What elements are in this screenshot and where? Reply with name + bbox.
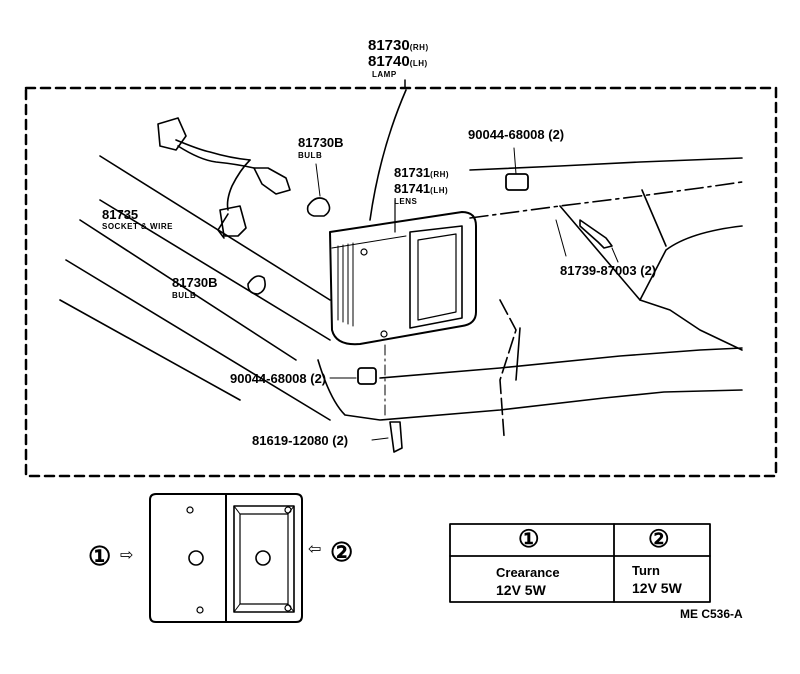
lamp-part-rh: 81730(RH) (368, 38, 429, 53)
lamp-part-rh-number: 81730 (368, 37, 410, 54)
lens-lh-suffix: (LH) (430, 186, 449, 195)
lens-part-rh-number: 81731 (394, 165, 431, 180)
lens-part-lh-number: 81741 (394, 181, 431, 196)
bulb-top-shape (306, 197, 331, 217)
lens-ribs (337, 242, 354, 327)
vehicle-body (59, 89, 743, 437)
screw-bottom-part: 81619-12080 (2) (252, 433, 349, 448)
lamp-rh-suffix: (RH) (409, 43, 429, 52)
table-rating-1: 12V 5W (496, 582, 546, 598)
socket-part: 81735 (102, 207, 139, 222)
lamp-lh-suffix: (LH) (409, 59, 428, 68)
table-header-2: ② (648, 526, 670, 553)
lamp-name: LAMP (372, 70, 397, 79)
table-function-1: Crearance (496, 565, 560, 580)
view-marker-2: ② (330, 537, 354, 567)
bulb-bottom-part: 81730B (172, 275, 218, 290)
screw-bottom-shape (371, 344, 403, 453)
lens-part-lh: 81741(LH) (394, 182, 448, 195)
diagram-code: ME C536-A (680, 607, 743, 621)
view-marker-1: ① (88, 541, 112, 571)
screw-right-shape (579, 219, 619, 263)
bulb-table-frame (449, 523, 711, 603)
lamp-front-view (149, 493, 303, 623)
screw-right-part: 81739-87003 (2) (560, 263, 657, 278)
lens-part-rh: 81731(RH) (394, 166, 449, 179)
bulb-top-part: 81730B (298, 135, 344, 150)
lamp-housing (329, 211, 477, 346)
screw-right-leader (555, 219, 567, 257)
nut-top-part: 90044-68008 (2) (468, 127, 565, 142)
bulb-bottom-name: BULB (172, 291, 197, 300)
lens-name: LENS (394, 197, 418, 206)
assembly-boundary (24, 86, 778, 478)
view-arrow-1: ⇨ (120, 547, 134, 564)
lamp-part-lh: 81740(LH) (368, 54, 428, 69)
view-arrow-2: ⇦ (308, 541, 322, 558)
socket-name: SOCKET & WIRE (102, 222, 173, 231)
table-function-2: Turn (632, 563, 660, 578)
bulb-top-name: BULB (298, 151, 323, 160)
socket-wire (157, 117, 291, 239)
lens-rh-suffix: (RH) (430, 170, 450, 179)
bulb-bottom-shape (247, 275, 266, 295)
table-header-1: ① (518, 526, 540, 553)
table-rating-2: 12V 5W (632, 580, 682, 596)
nut-mid-shape (329, 367, 377, 385)
nut-top-shape (505, 147, 529, 191)
bulb-top-leader (315, 163, 321, 197)
lamp-part-lh-number: 81740 (368, 53, 410, 70)
nut-mid-part: 90044-68008 (2) (230, 371, 327, 386)
